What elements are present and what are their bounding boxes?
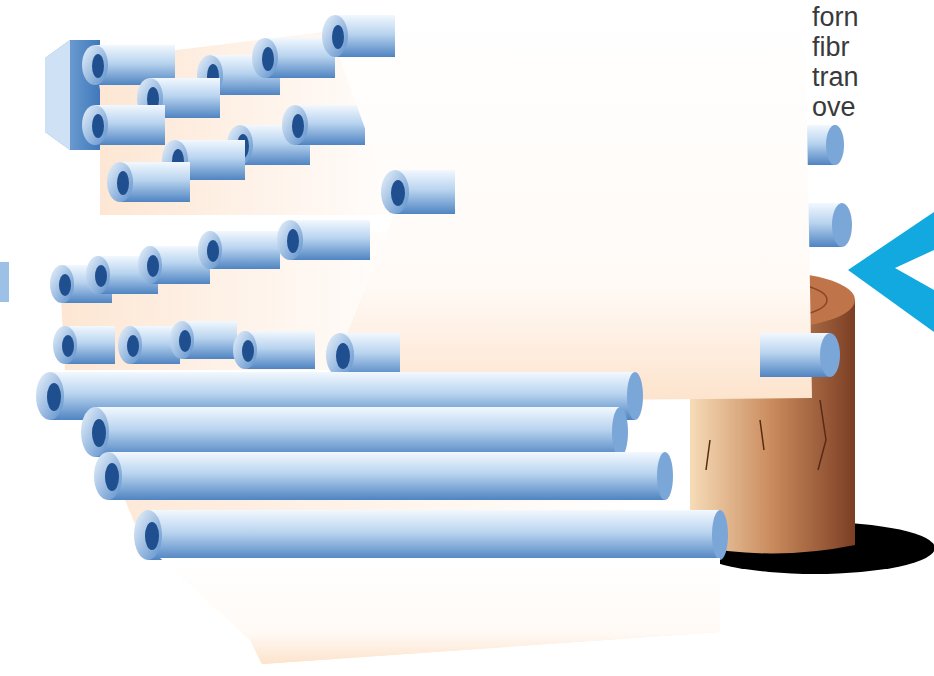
roller-hole [207,240,219,262]
roller-end [53,326,77,364]
roller-end [86,256,110,294]
roller-group [36,372,728,664]
roller-end [657,452,673,500]
roller-end [82,45,108,85]
roller-end [282,105,308,145]
roller-end [198,231,222,269]
roller-end [252,38,278,78]
roller-hole [242,340,254,362]
roller-hole [127,335,139,357]
roller-end [322,15,348,57]
roller-end [627,372,643,420]
roller-end [36,372,64,420]
roller-group [50,220,370,369]
roller-hole [179,330,191,352]
pointer-notch [895,250,934,290]
roller-end [107,162,133,202]
roller [108,452,665,500]
roller-hole [147,255,159,277]
roller-end [81,407,109,457]
paper-web [332,12,812,402]
roller-hole [92,419,106,447]
roller-end [134,510,162,560]
roller-end [381,170,409,214]
roller-hole [145,522,159,550]
roller-hole [117,171,129,195]
roller-end [82,105,108,145]
roller-end [832,203,852,247]
roller [95,407,620,457]
roller-end [94,452,122,500]
roller-hole [105,463,119,491]
roller-end [326,333,354,377]
roller-hole [336,343,350,369]
roller-hole [62,335,74,357]
frame-block-face [45,40,70,150]
roller-hole [391,180,405,206]
pointer-arrow [848,212,934,332]
roller-end [826,125,844,165]
paper-sheet [160,558,720,664]
frame-edge [0,262,9,302]
roller-end [170,321,194,359]
caption-fragment: fibr [812,32,850,62]
roller-hole [95,265,107,287]
roller-group [82,38,365,202]
caption-fragment: ove [812,92,856,122]
roller-end [118,326,142,364]
roller-hole [287,229,299,253]
roller-end [138,246,162,284]
roller-end [50,265,74,303]
roller-end [233,331,257,369]
caption-fragment: forn [812,2,859,32]
roller-end [712,510,728,560]
roller-hole [92,114,104,138]
bark-crack [706,400,826,470]
roller-end [820,333,840,377]
roller-hole [332,25,344,49]
roller-hole [59,274,71,296]
roller [148,510,720,560]
roller-end [612,407,628,457]
roller-hole [47,383,61,411]
roller-hole [92,54,104,78]
roller-end [277,220,303,260]
roller [760,333,830,377]
roller-hole [262,47,274,71]
caption-fragment: tran [812,62,859,92]
roller-hole [292,114,304,138]
